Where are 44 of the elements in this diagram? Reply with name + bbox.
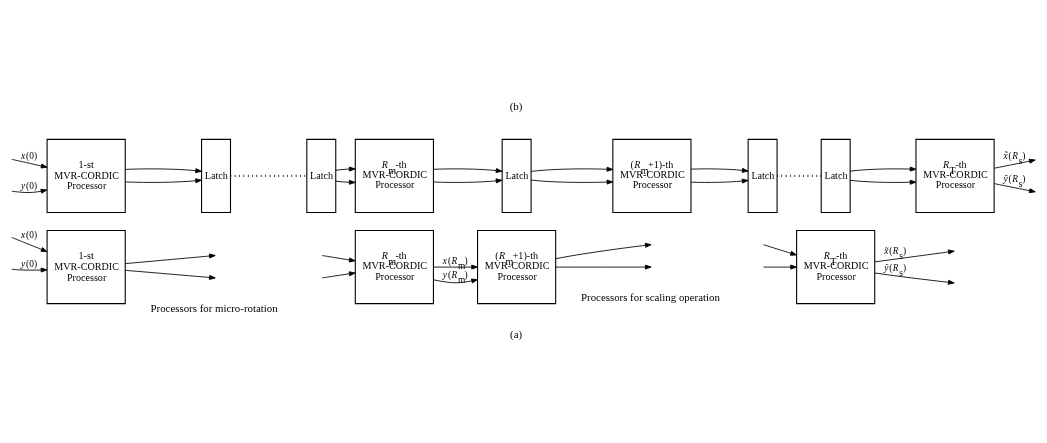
arrow (11, 188, 48, 194)
arrow (993, 158, 1036, 169)
arrow (125, 253, 216, 265)
arrow (125, 178, 202, 184)
arrow (433, 178, 503, 184)
arrow (555, 264, 652, 270)
arrow (335, 166, 356, 172)
edge-label: y(0) (21, 258, 38, 269)
edge-label: y(0) (21, 180, 38, 191)
label: Processors for scaling operation (581, 290, 720, 303)
node-box: Latch (201, 138, 232, 213)
edge-label: x(0) (21, 150, 38, 161)
node-box: Latch (501, 138, 532, 213)
arrow (335, 179, 356, 185)
label: Processors for micro-rotation (150, 301, 278, 314)
node-box: 1-st MVR-CORDIC Processor (46, 230, 126, 305)
arrow (874, 249, 955, 263)
arrow (433, 264, 478, 270)
arrow (874, 272, 955, 285)
arrow (530, 166, 614, 172)
arrow (11, 158, 48, 169)
arrow (530, 179, 614, 185)
arrow (762, 244, 797, 256)
arrow (125, 269, 216, 280)
edge-label: x(0) (21, 229, 38, 240)
arrow (690, 178, 749, 184)
arrow (993, 183, 1036, 194)
label: (b) (509, 100, 523, 113)
arrow (125, 168, 202, 174)
arrow (321, 255, 356, 263)
arrow (849, 166, 917, 172)
arrow (849, 179, 917, 185)
label: (a) (510, 327, 523, 340)
node-box: Latch (747, 138, 778, 213)
arrow (555, 242, 652, 260)
node-box: Latch (306, 138, 337, 213)
arrow (762, 264, 797, 270)
node-box: 1-st MVR-CORDIC Processor (46, 138, 126, 213)
node-box: Latch (820, 138, 851, 213)
arrow (11, 237, 48, 253)
arrow (690, 167, 749, 173)
arrow (321, 271, 356, 279)
arrow (11, 267, 48, 273)
arrow (433, 168, 503, 173)
